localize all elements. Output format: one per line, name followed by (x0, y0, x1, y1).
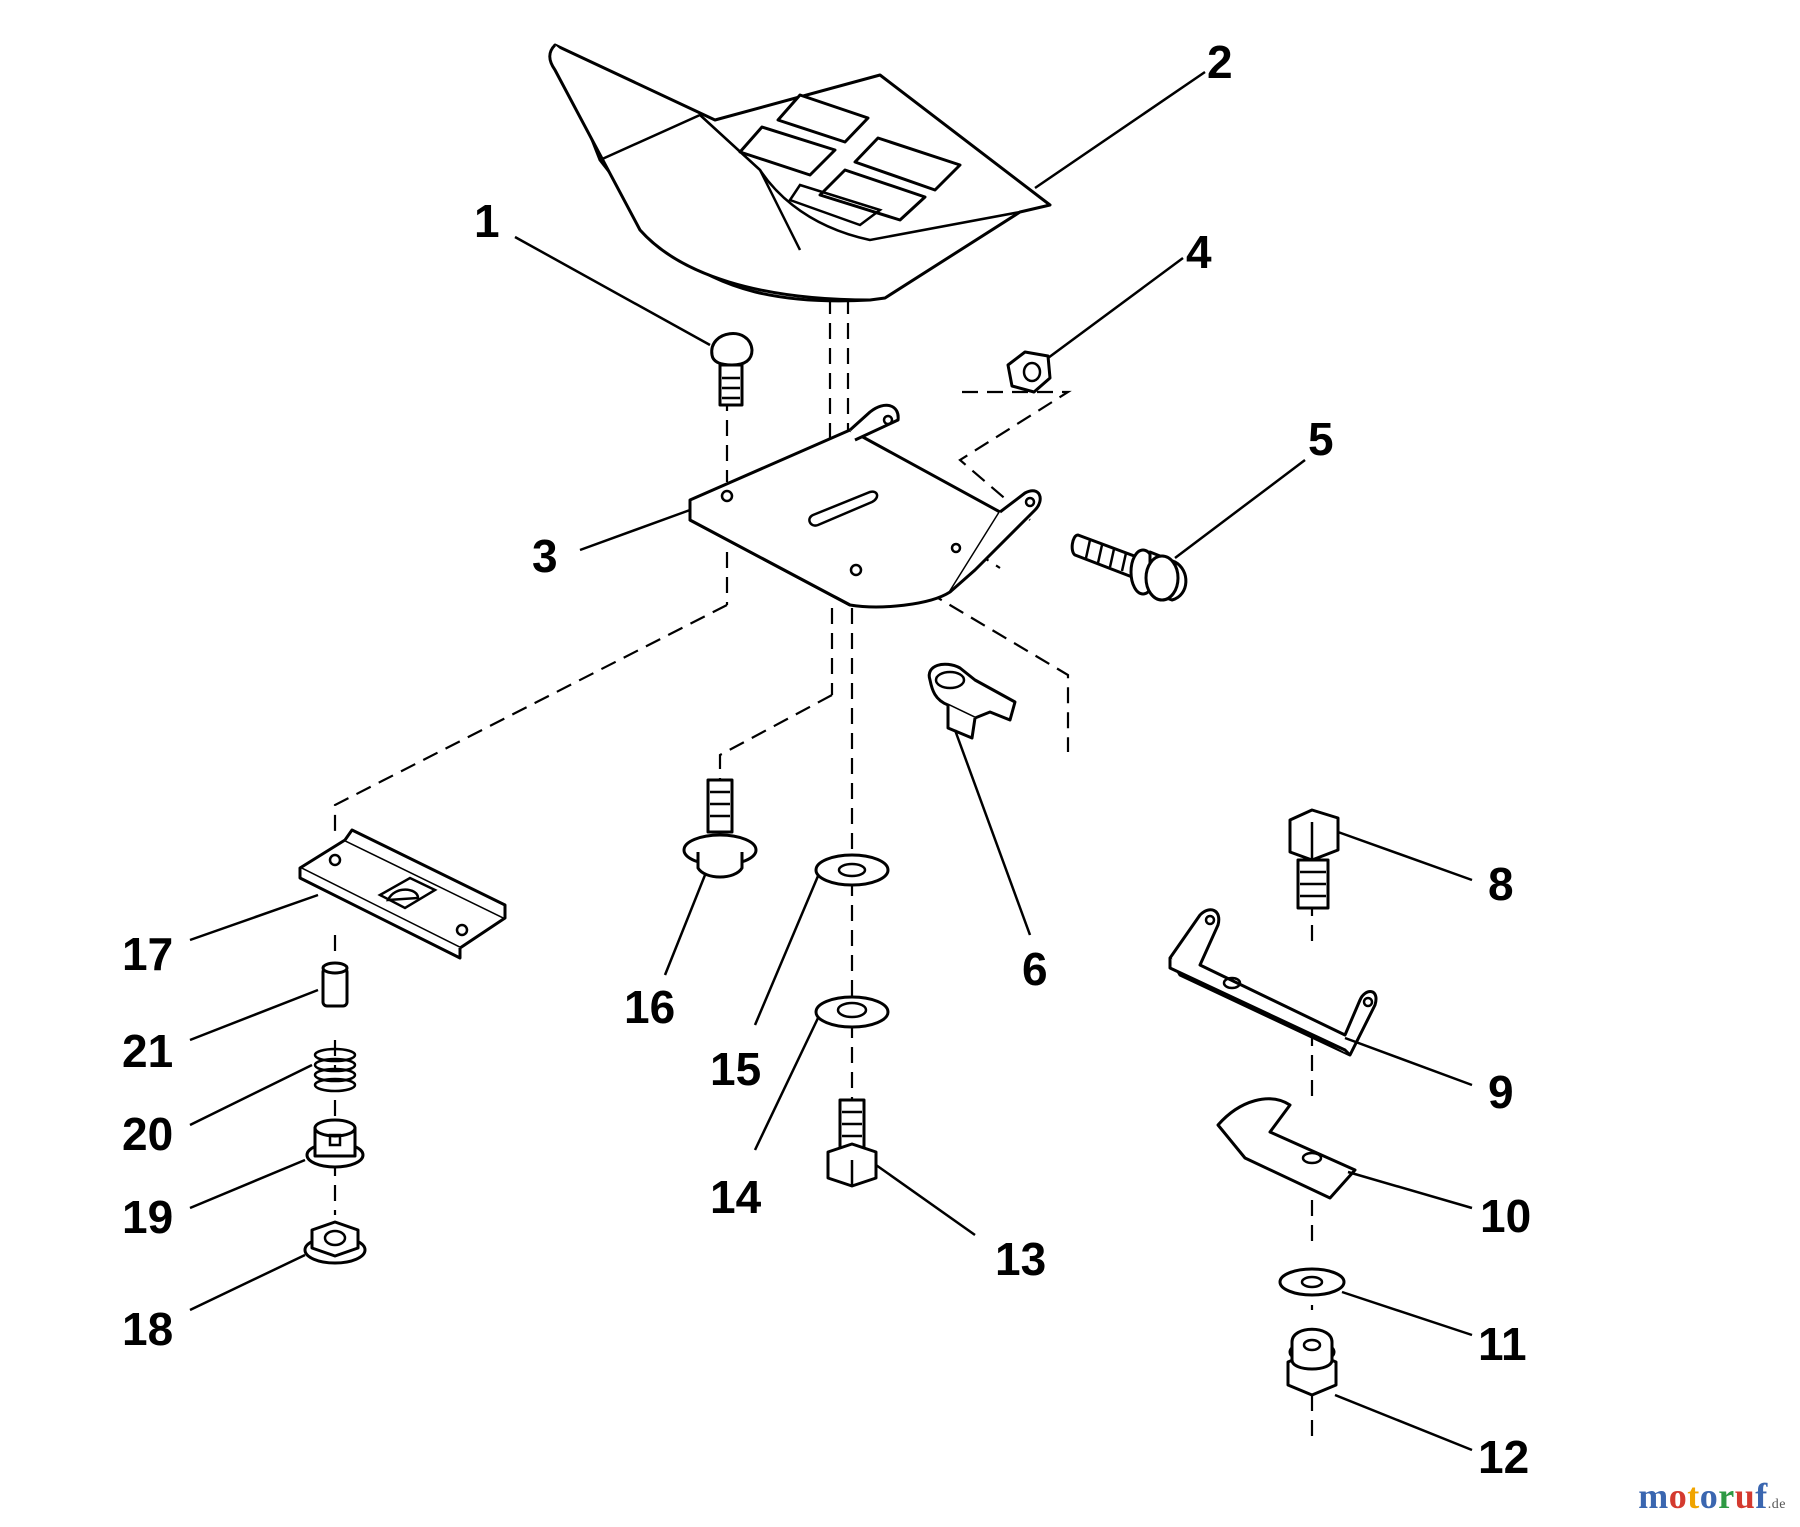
watermark-logo: motoruf.de (1638, 1475, 1786, 1517)
mounting-plate-part (688, 403, 1042, 609)
callout-16: 16 (624, 981, 675, 1033)
watermark-letter: r (1718, 1476, 1735, 1516)
watermark-letter: t (1687, 1476, 1700, 1516)
callout-13: 13 (995, 1233, 1046, 1285)
flange-nut-part (303, 1220, 367, 1265)
leader-lines (189, 70, 1473, 1452)
plate-part (1216, 1097, 1357, 1200)
watermark-letter: o (1668, 1476, 1688, 1516)
carriage-bolt-part (710, 332, 754, 407)
pin-part (321, 961, 349, 1008)
callout-3: 3 (532, 530, 558, 582)
clip-part (927, 662, 1017, 740)
hex-nut-part (1006, 350, 1052, 394)
watermark-letter: m (1638, 1476, 1669, 1516)
bushing-part (305, 1118, 365, 1169)
callout-4: 4 (1186, 226, 1212, 278)
latch-bracket-part (298, 828, 507, 960)
hex-bolt-13-part (826, 1098, 878, 1188)
hex-bolt-part (1070, 533, 1188, 602)
watermark-tld: .de (1767, 1497, 1786, 1512)
watermark-letter: u (1734, 1476, 1756, 1516)
callout-20: 20 (122, 1108, 173, 1160)
lock-nut-part (1286, 1327, 1338, 1397)
bracket-part (1168, 908, 1378, 1057)
flange-bolt-part (682, 778, 758, 879)
callout-18: 18 (122, 1303, 173, 1355)
callout-6: 6 (1022, 943, 1048, 995)
callout-15: 15 (710, 1043, 761, 1095)
callout-1: 1 (474, 195, 500, 247)
callout-10: 10 (1480, 1190, 1531, 1242)
assembly-lines (333, 298, 1314, 1440)
seat-part (548, 43, 1052, 303)
flat-washer-part (814, 853, 890, 887)
watermark-letter: f (1755, 1476, 1768, 1516)
hex-bolt-8-part (1288, 808, 1340, 910)
callout-11: 11 (1478, 1318, 1527, 1370)
watermark-letter: o (1699, 1476, 1719, 1516)
callout-2: 2 (1207, 36, 1233, 88)
callout-14: 14 (710, 1171, 762, 1223)
callout-21: 21 (122, 1025, 173, 1077)
spring-part (313, 1047, 357, 1093)
callout-5: 5 (1308, 413, 1334, 465)
callout-12: 12 (1478, 1431, 1529, 1483)
seat-grip-pads (738, 93, 962, 227)
callout-9: 9 (1488, 1066, 1514, 1118)
callout-labels: 1 2 3 4 5 6 8 9 10 11 12 13 14 15 16 17 … (122, 36, 1531, 1483)
callout-17: 17 (122, 928, 173, 980)
callout-8: 8 (1488, 858, 1514, 910)
lock-washer-part (814, 995, 890, 1029)
washer-11-part (1278, 1267, 1346, 1297)
callout-19: 19 (122, 1191, 173, 1243)
